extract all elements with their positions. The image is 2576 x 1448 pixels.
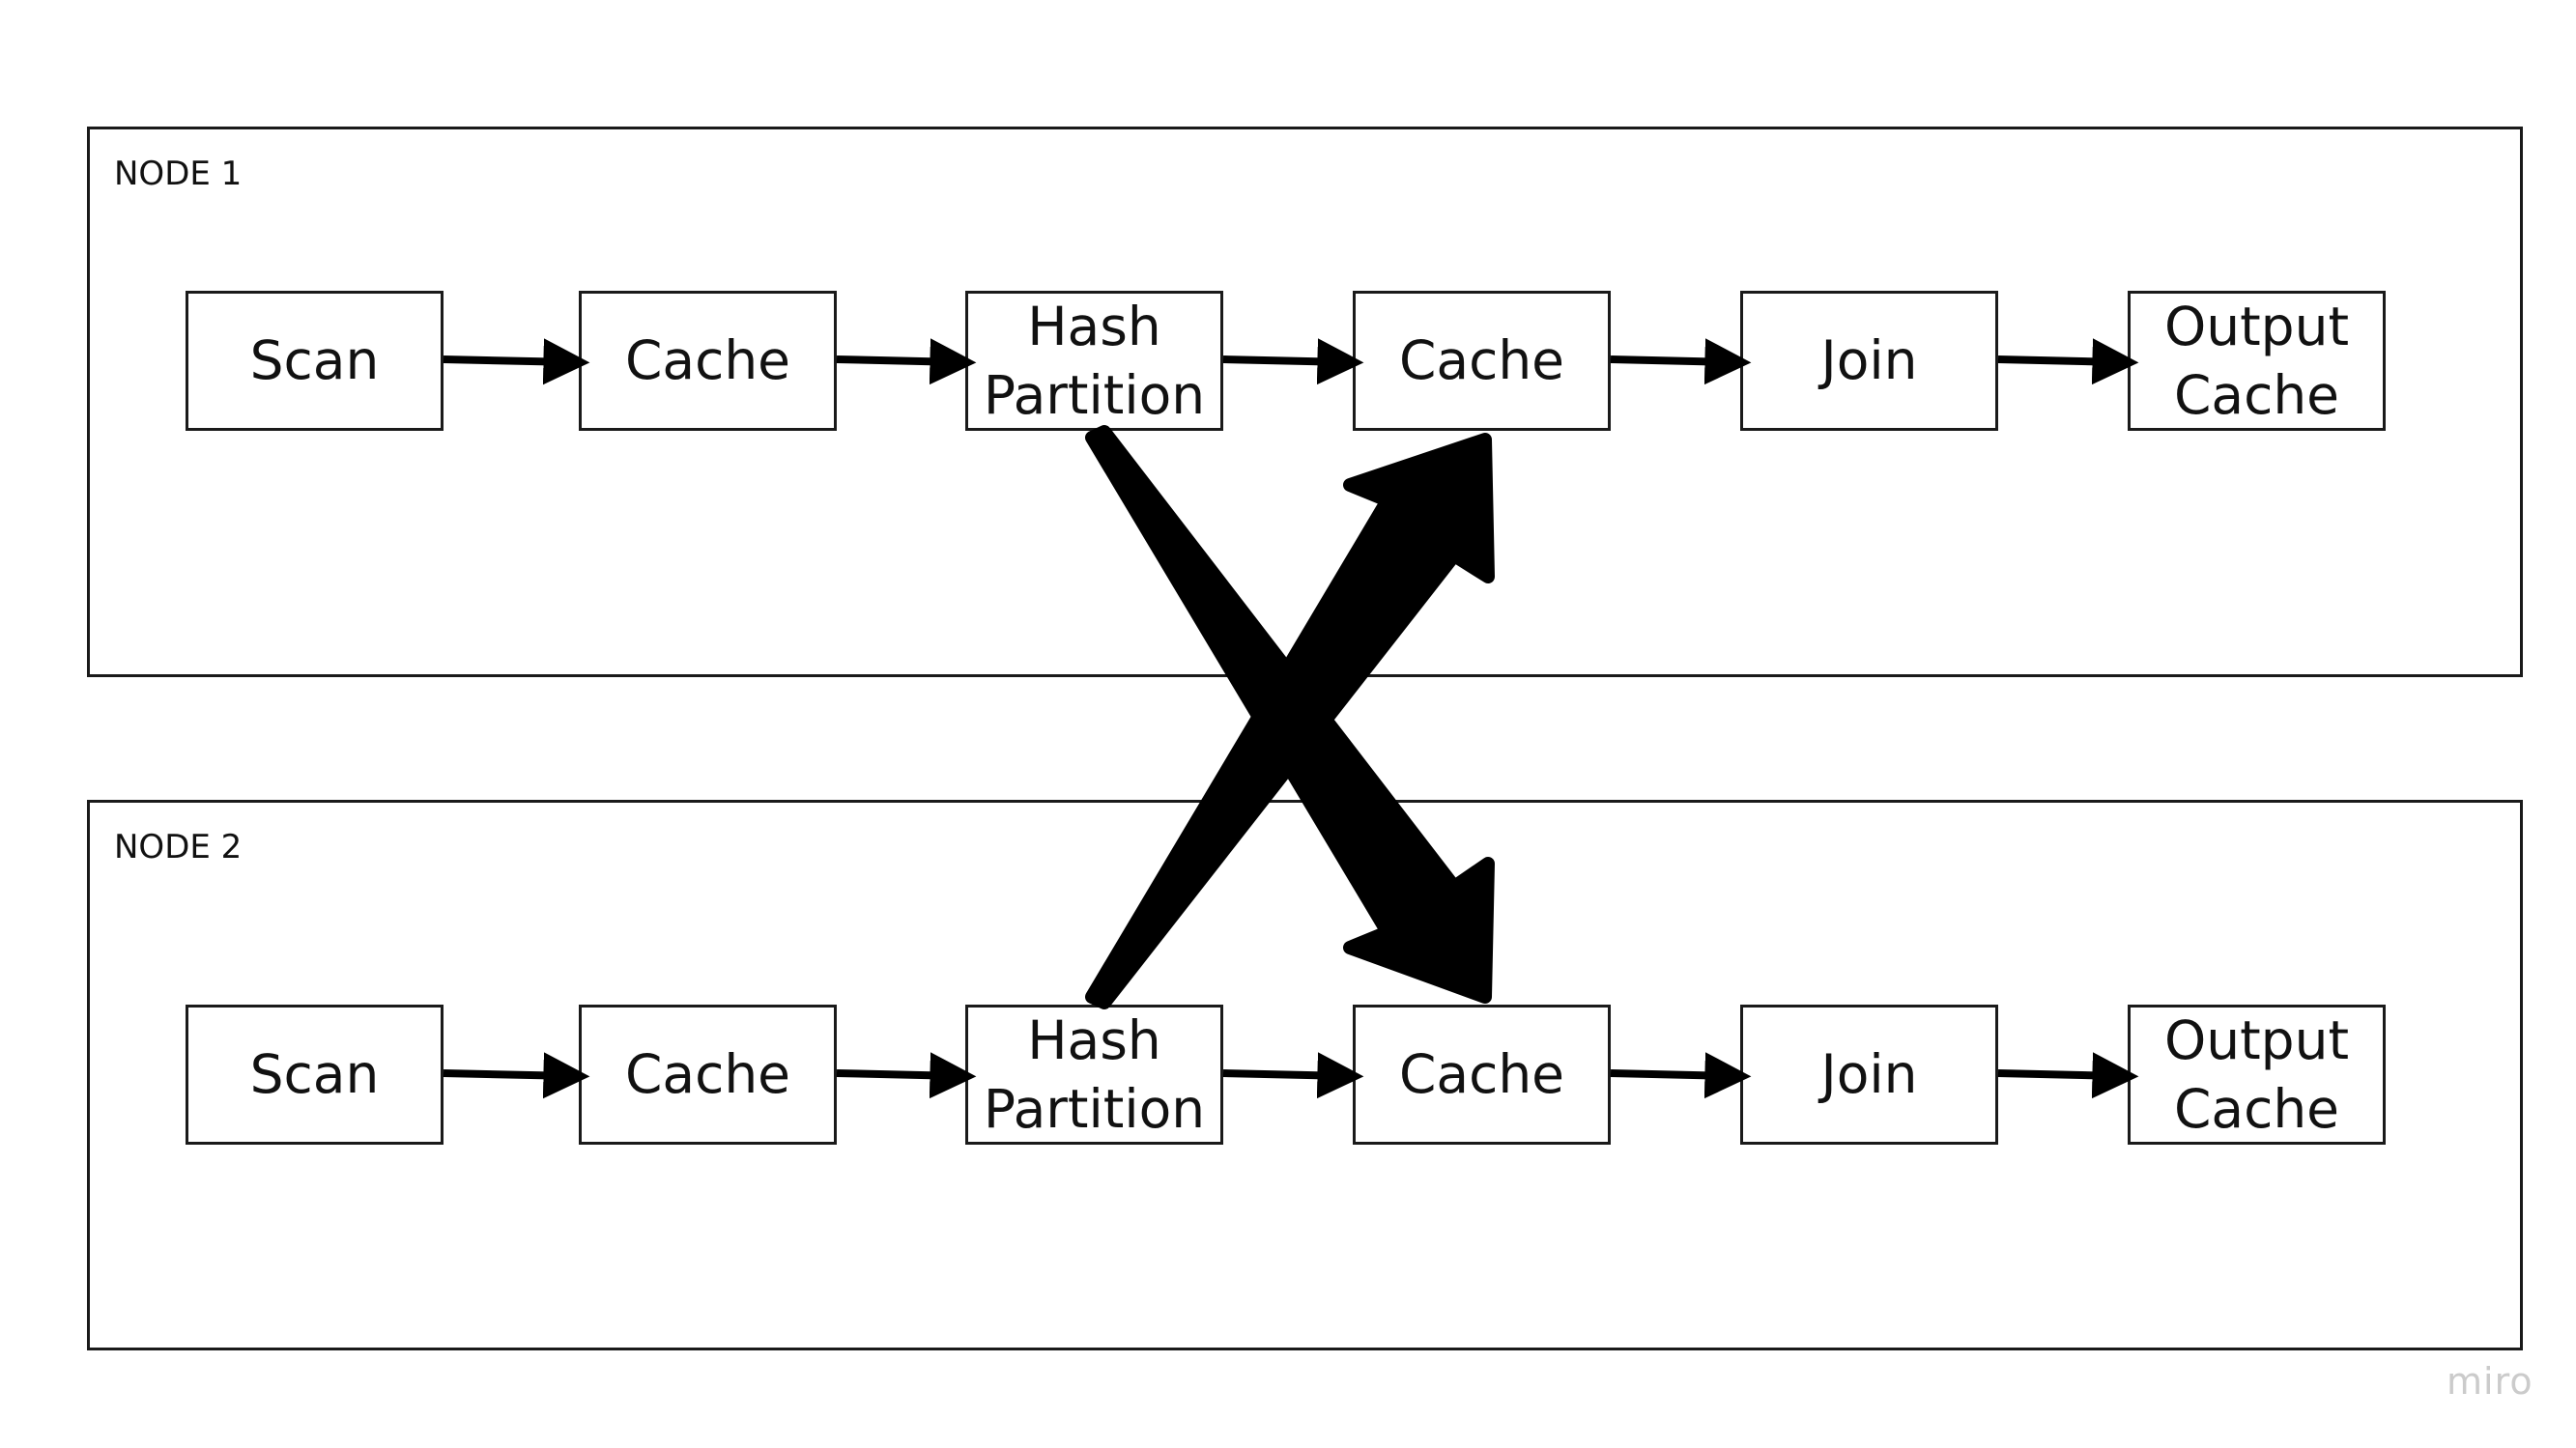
node-2-hash-partition-step: Hash Partition <box>965 1005 1223 1145</box>
node-1-output-cache-step: Output Cache <box>2128 291 2386 431</box>
node-1-join-step: Join <box>1740 291 1998 431</box>
node-2-scan-step: Scan <box>186 1005 444 1145</box>
node-2-label: NODE 2 <box>114 828 243 866</box>
node-1-partition-cache-step: Cache <box>1353 291 1611 431</box>
node-1-hash-partition-step: Hash Partition <box>965 291 1223 431</box>
node-1-scan-step: Scan <box>186 291 444 431</box>
node-1-label: NODE 1 <box>114 155 243 193</box>
node-2-output-cache-step: Output Cache <box>2128 1005 2386 1145</box>
node-2-cache-step: Cache <box>579 1005 837 1145</box>
node-2-partition-cache-step: Cache <box>1353 1005 1611 1145</box>
miro-watermark: miro <box>2447 1360 2533 1403</box>
node-2-join-step: Join <box>1740 1005 1998 1145</box>
node-1-cache-step: Cache <box>579 291 837 431</box>
